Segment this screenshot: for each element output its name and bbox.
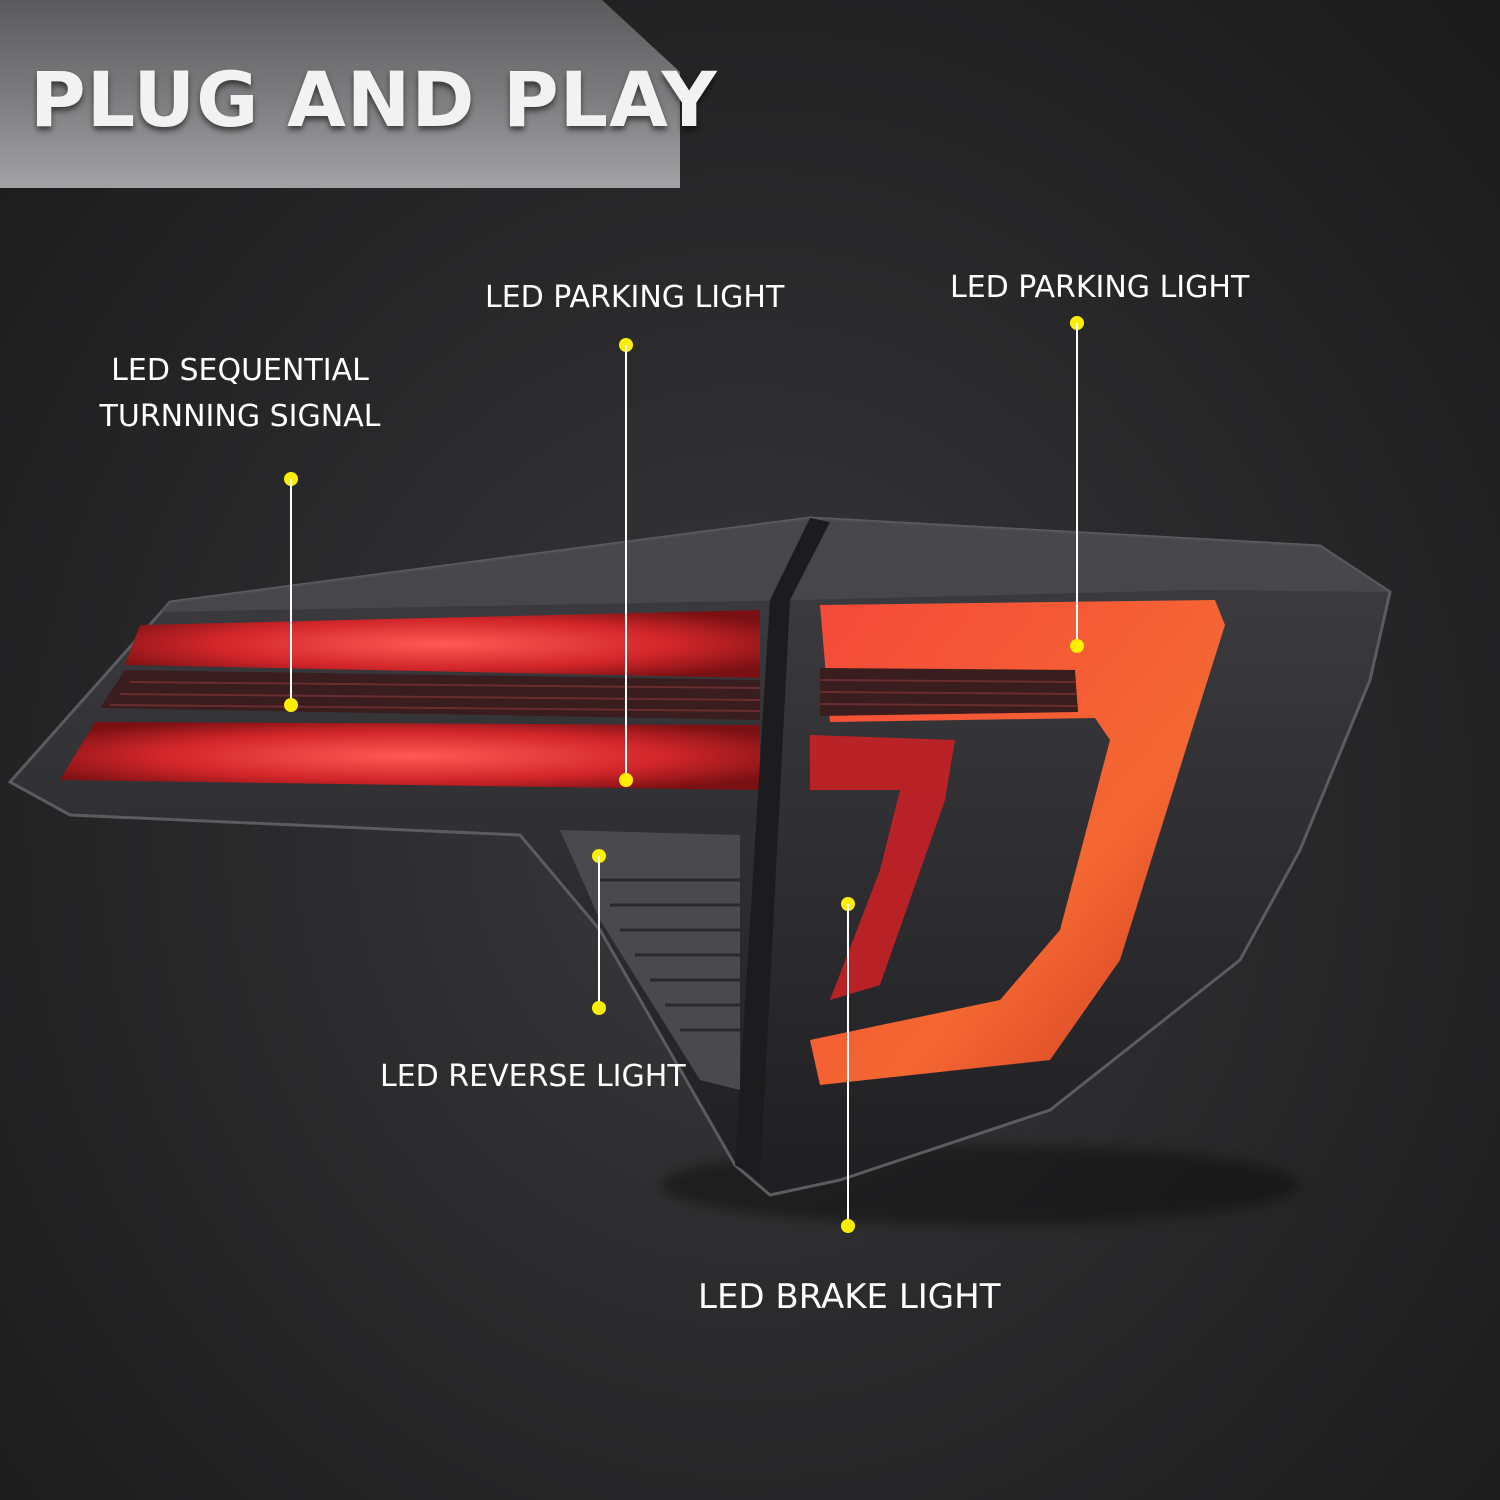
- callout-leader-line: [847, 904, 849, 1226]
- signal-louvres: [109, 681, 761, 712]
- reverse-ribs: [600, 878, 740, 1032]
- inner-hook-light: [810, 735, 955, 1000]
- red-c-light: [810, 600, 1225, 1085]
- callout-leader-line: [625, 345, 627, 780]
- banner-title: PLUG AND PLAY: [30, 55, 718, 144]
- callout-parking-left-label: LED PARKING LIGHT: [485, 280, 785, 315]
- callout-turn-signal-label: LED SEQUENTIAL TURNNING SIGNAL: [99, 353, 381, 434]
- callout-brake-label: LED BRAKE LIGHT: [698, 1277, 1001, 1317]
- reverse-light-area: [560, 830, 740, 1090]
- callout-reverse-label: LED REVERSE LIGHT: [380, 1059, 686, 1094]
- seam: [735, 518, 830, 1180]
- upper-lens: [160, 518, 1390, 612]
- callout-dot: [619, 773, 633, 787]
- callout-leader-line: [1076, 323, 1078, 646]
- right-louvres: [819, 679, 1079, 707]
- callout-parking-right-label: LED PARKING LIGHT: [950, 270, 1250, 305]
- callout-dot: [592, 1001, 606, 1015]
- callout-leader-line: [290, 479, 292, 705]
- callout-dot: [1070, 639, 1084, 653]
- banner: [0, 0, 680, 188]
- callout-dot: [284, 698, 298, 712]
- red-bar-upper: [125, 610, 760, 678]
- callout-leader-line: [598, 856, 600, 1008]
- red-bar-lower: [60, 722, 760, 790]
- callout-dot: [841, 1219, 855, 1233]
